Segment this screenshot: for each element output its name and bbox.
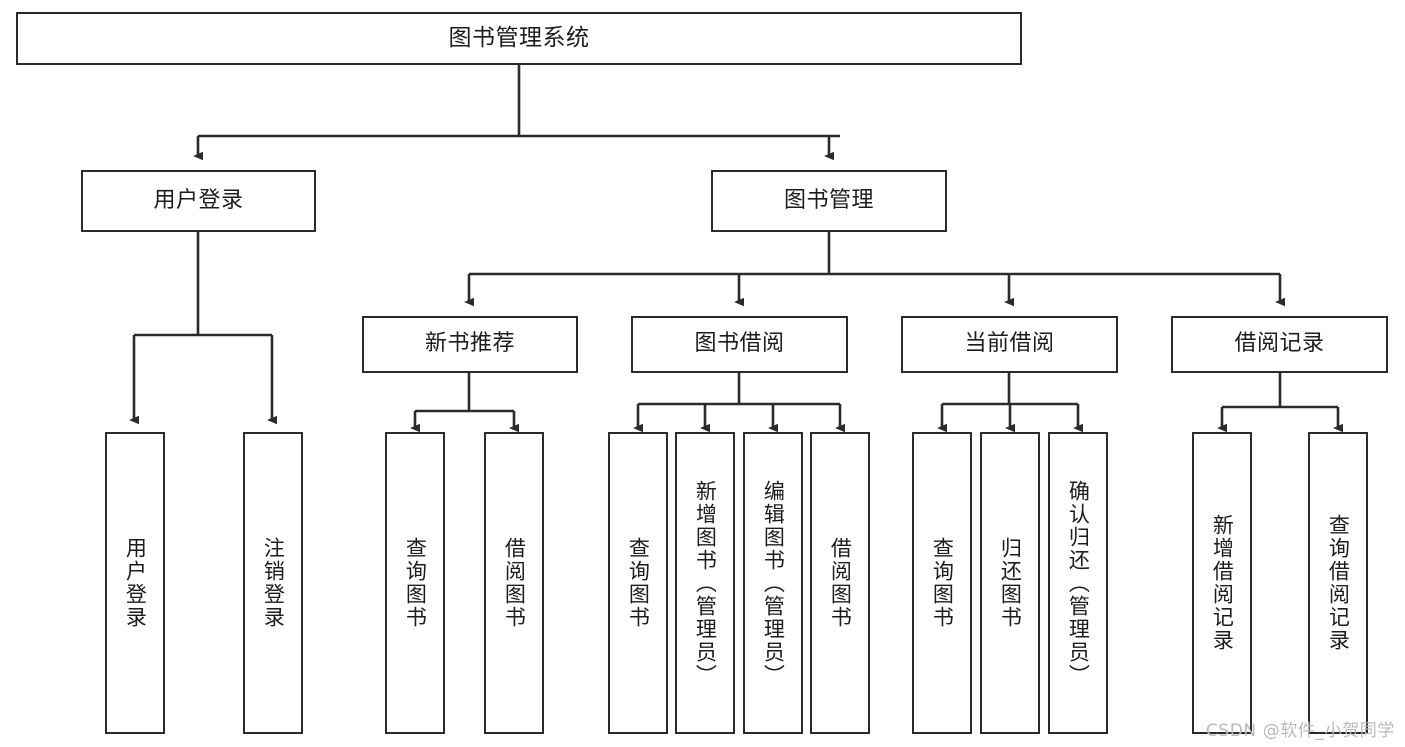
leaf-borrow-book-2[interactable]: 借阅图书 <box>810 432 870 734</box>
node-user-login[interactable]: 用户登录 <box>81 170 316 232</box>
leaf-user-login-label: 用户登录 <box>123 537 148 629</box>
node-root-label: 图书管理系统 <box>448 24 590 51</box>
leaf-add-borrow-record-label: 新增借阅记录 <box>1210 514 1235 652</box>
leaf-query-book-1-label: 查询图书 <box>403 537 428 629</box>
node-borrow-record[interactable]: 借阅记录 <box>1171 316 1388 373</box>
node-book-borrow-label: 图书借阅 <box>694 331 785 357</box>
node-new-book-recommend-label: 新书推荐 <box>424 331 515 357</box>
leaf-borrow-book-1[interactable]: 借阅图书 <box>484 432 544 734</box>
node-book-manage[interactable]: 图书管理 <box>711 170 947 232</box>
leaf-return-book[interactable]: 归还图书 <box>980 432 1040 734</box>
node-book-borrow[interactable]: 图书借阅 <box>631 316 848 373</box>
leaf-logout-login[interactable]: 注销登录 <box>243 432 303 734</box>
leaf-query-book-1[interactable]: 查询图书 <box>385 432 445 734</box>
leaf-edit-book-admin[interactable]: 编辑图书（管理员） <box>743 432 803 734</box>
node-borrow-record-label: 借阅记录 <box>1234 331 1325 357</box>
leaf-add-borrow-record[interactable]: 新增借阅记录 <box>1192 432 1252 734</box>
leaf-confirm-return-admin[interactable]: 确认归还（管理员） <box>1048 432 1108 734</box>
node-current-borrow[interactable]: 当前借阅 <box>901 316 1118 373</box>
leaf-add-book-admin-label: 新增图书（管理员） <box>693 479 718 687</box>
leaf-query-book-2[interactable]: 查询图书 <box>608 432 668 734</box>
leaf-user-login[interactable]: 用户登录 <box>105 432 165 734</box>
leaf-return-book-label: 归还图书 <box>998 537 1023 629</box>
node-new-book-recommend[interactable]: 新书推荐 <box>362 316 578 373</box>
leaf-query-borrow-record[interactable]: 查询借阅记录 <box>1308 432 1368 734</box>
leaf-add-book-admin[interactable]: 新增图书（管理员） <box>675 432 735 734</box>
csdn-watermark: CSDN @软件_小贺同学 <box>1205 721 1395 741</box>
leaf-query-book-2-label: 查询图书 <box>626 537 651 629</box>
node-user-login-label: 用户登录 <box>153 187 244 213</box>
node-root[interactable]: 图书管理系统 <box>16 12 1022 65</box>
node-book-manage-label: 图书管理 <box>783 187 874 213</box>
leaf-borrow-book-2-label: 借阅图书 <box>828 537 853 629</box>
leaf-borrow-book-1-label: 借阅图书 <box>502 537 527 629</box>
leaf-query-book-3-label: 查询图书 <box>930 537 955 629</box>
node-current-borrow-label: 当前借阅 <box>964 331 1055 357</box>
leaf-logout-login-label: 注销登录 <box>261 537 286 629</box>
leaf-confirm-return-admin-label: 确认归还（管理员） <box>1066 479 1091 687</box>
leaf-query-book-3[interactable]: 查询图书 <box>912 432 972 734</box>
leaf-edit-book-admin-label: 编辑图书（管理员） <box>761 479 786 687</box>
leaf-query-borrow-record-label: 查询借阅记录 <box>1326 514 1351 652</box>
